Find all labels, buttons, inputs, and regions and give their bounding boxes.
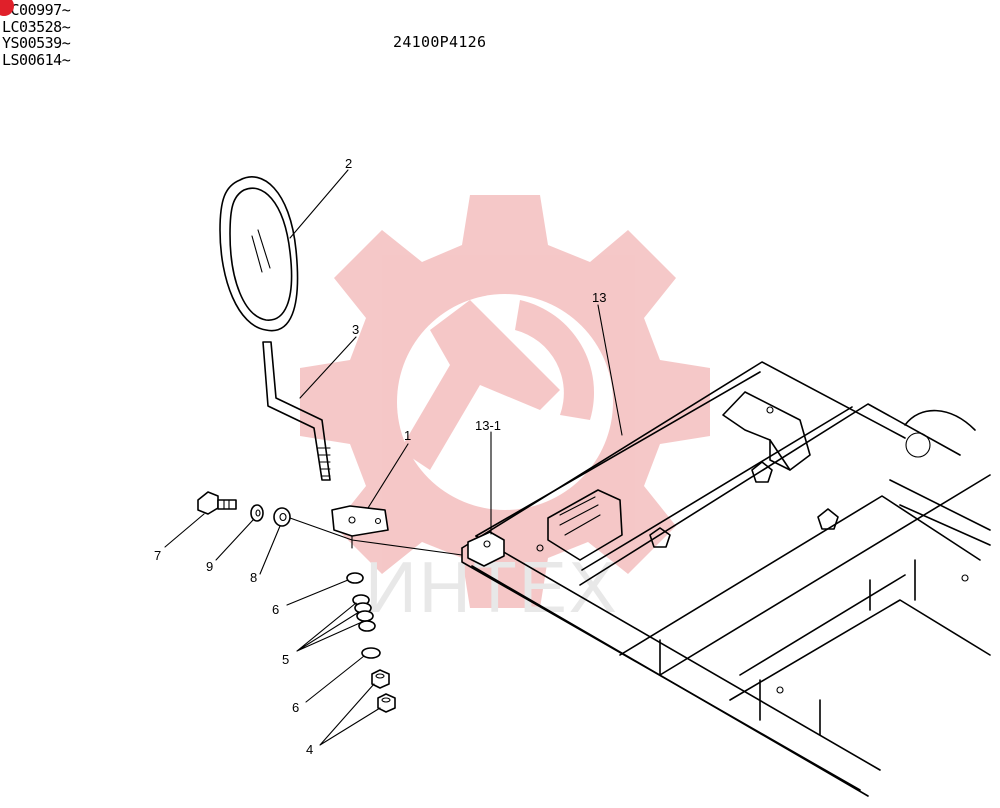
serial-number: YC00997~ [2, 1, 71, 19]
serial-number: LC03528~ [2, 17, 71, 36]
callout-1: 1 [404, 428, 411, 443]
watermark-gear-icon [300, 195, 710, 608]
flat-washer-icon [273, 507, 291, 527]
leader-lines [164, 169, 623, 746]
callout-6: 6 [272, 602, 279, 617]
callout-2: 2 [345, 156, 352, 171]
bolt-icon [197, 491, 237, 515]
callout-9: 9 [206, 559, 213, 574]
corner-badge-icon [0, 0, 14, 16]
callout-5: 5 [282, 652, 289, 667]
callout-13-1: 13-1 [475, 418, 501, 433]
nut-icon [371, 669, 396, 713]
serial-number: LS00614~ [2, 50, 71, 69]
lock-washer-icon [250, 504, 264, 522]
serial-number: YS00539~ [2, 34, 71, 52]
assembly-line [289, 517, 463, 556]
drawing-code: 24100P4126 [393, 33, 487, 51]
callout-8: 8 [250, 570, 257, 585]
callout-13: 13 [592, 290, 606, 305]
mirror-icon [219, 176, 299, 332]
mirror-stay-icon [262, 341, 331, 481]
callout-4: 4 [306, 742, 313, 757]
callout-3: 3 [352, 322, 359, 337]
washer-stack-icon [346, 572, 381, 659]
bracket-icon [331, 505, 389, 549]
callout-7: 7 [154, 548, 161, 563]
callout-6: 6 [292, 700, 299, 715]
serial-number-list: YC00997~ LC03528~ YS00539~ LS00614~ [2, 1, 71, 69]
frame-assembly [461, 361, 991, 797]
